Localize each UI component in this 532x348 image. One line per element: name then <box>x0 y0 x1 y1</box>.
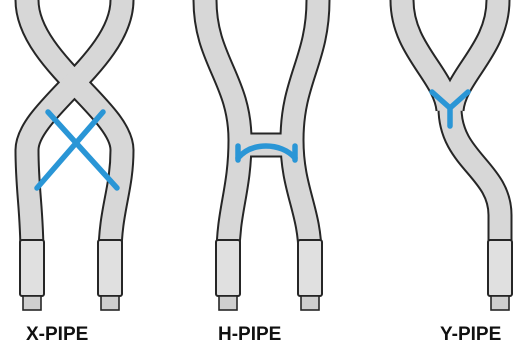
y-pipe-tip <box>491 296 509 310</box>
h-pipe-label: H-PIPE <box>218 324 281 346</box>
y-pipe-right-tube <box>452 0 498 110</box>
y-pipe-left-tube <box>402 0 448 110</box>
h-pipe-right-tip <box>301 296 319 310</box>
h-pipe-right-tube <box>292 0 318 255</box>
y-pipe-muffler <box>488 240 512 296</box>
x-pipe-right-muffler <box>98 240 122 296</box>
y-pipe-label: Y-PIPE <box>440 324 501 346</box>
x-pipe-right-tip <box>101 296 119 310</box>
h-pipe-left-tip <box>219 296 237 310</box>
h-pipe-figure <box>205 0 322 310</box>
x-pipe-left-tip <box>23 296 41 310</box>
x-pipe-left-muffler <box>20 240 44 296</box>
h-pipe-right-muffler <box>298 240 322 296</box>
x-pipe-label: X-PIPE <box>26 324 88 346</box>
x-pipe-figure <box>20 0 122 310</box>
y-pipe-figure <box>402 0 512 310</box>
h-pipe-left-muffler <box>216 240 240 296</box>
